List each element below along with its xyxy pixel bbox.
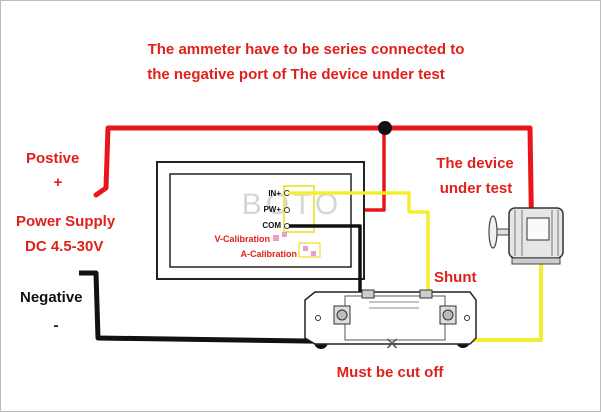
cut-off-label: Must be cut off: [337, 364, 445, 381]
connector-block: [283, 185, 315, 233]
positive-sign: +: [54, 174, 63, 191]
positive-junction-dot: [378, 121, 392, 135]
positive-wire: [93, 125, 535, 258]
cut-mark-icon: ×: [384, 333, 399, 354]
pin-pw-plus: [284, 207, 290, 213]
power-range-label: DC 4.5-30V: [25, 238, 103, 255]
title-line-2: the negative port of The device under te…: [147, 66, 445, 83]
pin-label-pw-plus: PW+: [263, 205, 281, 214]
pin-label-com: COM: [262, 221, 281, 230]
v-calibration-pad: [273, 235, 279, 241]
a-calibration-bracket: [298, 242, 321, 258]
negative-sign: -: [54, 317, 59, 334]
device-label-line-2: under test: [440, 180, 513, 197]
a-calibration-pad: [303, 246, 308, 251]
ammeter-module: [156, 161, 365, 280]
a-calibration-label: A-Calibration: [240, 249, 297, 259]
device-label-line-1: The device: [436, 155, 514, 172]
shunt-label: Shunt: [434, 269, 477, 286]
motor-icon: [488, 207, 564, 265]
title-line-1: The ammeter have to be series connected …: [148, 41, 465, 58]
shunt-resistor: [304, 289, 477, 345]
v-calibration-pad-2: [282, 232, 287, 237]
pin-in-plus: [284, 190, 290, 196]
a-calibration-pad-2: [311, 251, 316, 256]
positive-label: Postive: [26, 150, 79, 167]
negative-label: Negative: [20, 289, 83, 306]
sense-wire-yellow: [289, 191, 430, 290]
pin-label-in-plus: IN+: [268, 189, 281, 198]
v-calibration-label: V-Calibration: [214, 234, 270, 244]
pin-com: [284, 223, 290, 229]
power-supply-label: Power Supply: [16, 213, 116, 230]
